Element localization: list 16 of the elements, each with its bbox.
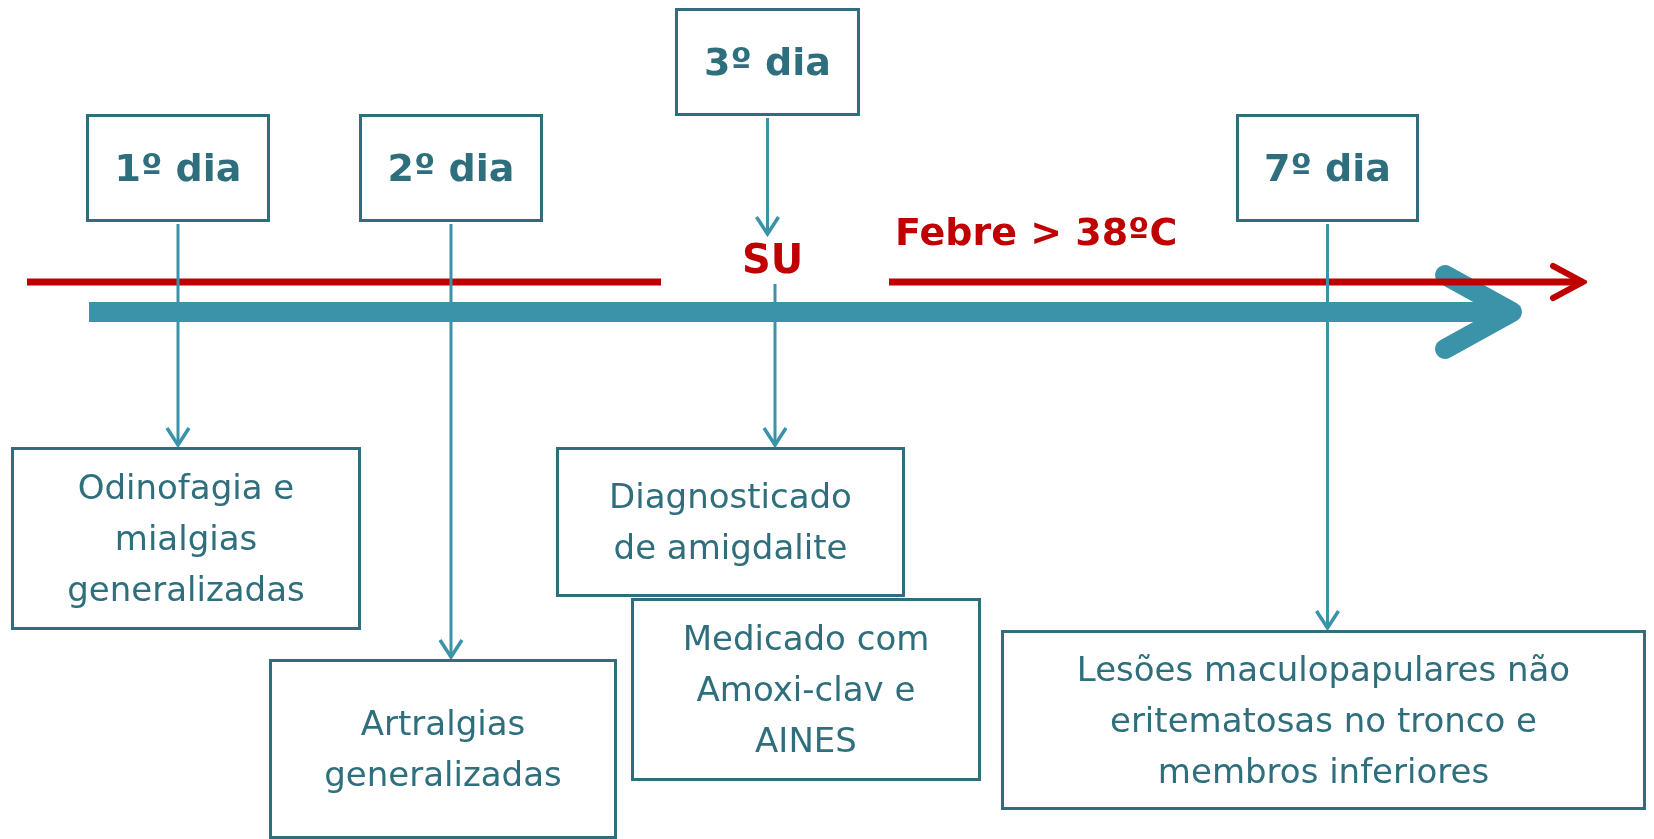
symptom-box: Lesões maculopapulares não eritematosas no tronco e membros inferiores	[1001, 630, 1646, 810]
arrow	[165, 224, 191, 447]
arrow	[754, 118, 781, 236]
arrow	[1314, 224, 1341, 630]
arrow	[762, 284, 788, 447]
symptom-box: Odinofagia e mialgias generalizadas	[11, 447, 361, 630]
symptom-box: Artralgias generalizadas	[269, 659, 617, 839]
day-box: 2º dia	[359, 114, 543, 222]
fever-label: Febre > 38ºC	[895, 210, 1178, 254]
diagnosis-box: Diagnosticado de amigdalite	[556, 447, 905, 597]
su-label: SU	[742, 236, 804, 282]
day-box: 3º dia	[675, 8, 860, 116]
arrow	[438, 224, 464, 659]
day-box: 1º dia	[86, 114, 270, 222]
day-box: 7º dia	[1236, 114, 1419, 222]
treatment-box: Medicado com Amoxi-clav e AINES	[631, 598, 981, 781]
